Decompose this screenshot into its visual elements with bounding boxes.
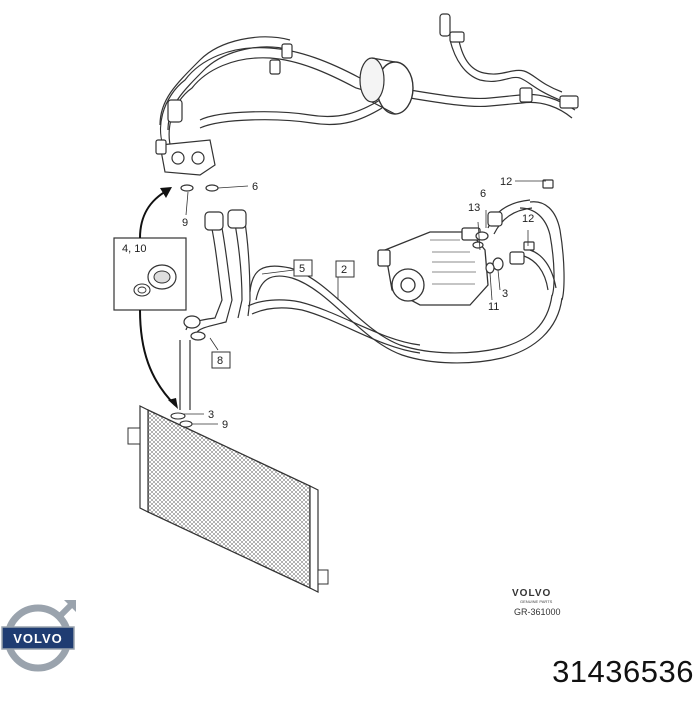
top-end-fittings (269, 13, 579, 109)
callout-9-top: 9 (182, 217, 188, 229)
callout-12-right: 12 (522, 213, 534, 225)
callout-2: 2 (341, 264, 347, 276)
volvo-watermark: VOLVO GENUINE PARTS GR-361000 (512, 588, 561, 617)
callout-6-right: 6 (480, 188, 486, 200)
manifold-block (155, 99, 216, 176)
muffler (359, 57, 414, 115)
callout-box-8 (211, 351, 231, 369)
watermark-brand: VOLVO (512, 588, 551, 599)
callout-box-5 (293, 259, 313, 277)
volvo-logo-icon: VOLVO (1, 600, 76, 672)
callout-box-2 (335, 260, 355, 278)
arrowhead-down (168, 398, 178, 409)
callout-5: 5 (299, 263, 305, 275)
watermark-reference: GR-361000 (514, 607, 561, 617)
inset-detail (113, 237, 187, 311)
callout-4-10: 4, 10 (122, 243, 146, 255)
orings-top (180, 184, 219, 192)
callout-3-bottom: 3 (208, 409, 214, 421)
callout-8: 8 (217, 355, 223, 367)
callout-6-top: 6 (252, 181, 258, 193)
callout-12-top: 12 (500, 176, 512, 188)
hose-elbows (183, 209, 247, 341)
compressor (377, 227, 489, 306)
callout-3-right: 3 (502, 288, 508, 300)
logo-brand: VOLVO (13, 631, 63, 646)
callout-11: 11 (488, 301, 499, 313)
watermark-subtitle: GENUINE PARTS (520, 599, 553, 604)
arrowhead-up (160, 187, 172, 198)
condenser-hoses (179, 201, 565, 410)
callout-13: 13 (468, 202, 480, 214)
leader-lines (184, 180, 546, 425)
callout-9-bottom: 9 (222, 419, 228, 431)
part-number: 31436536 (552, 654, 694, 689)
condenser (127, 405, 329, 593)
